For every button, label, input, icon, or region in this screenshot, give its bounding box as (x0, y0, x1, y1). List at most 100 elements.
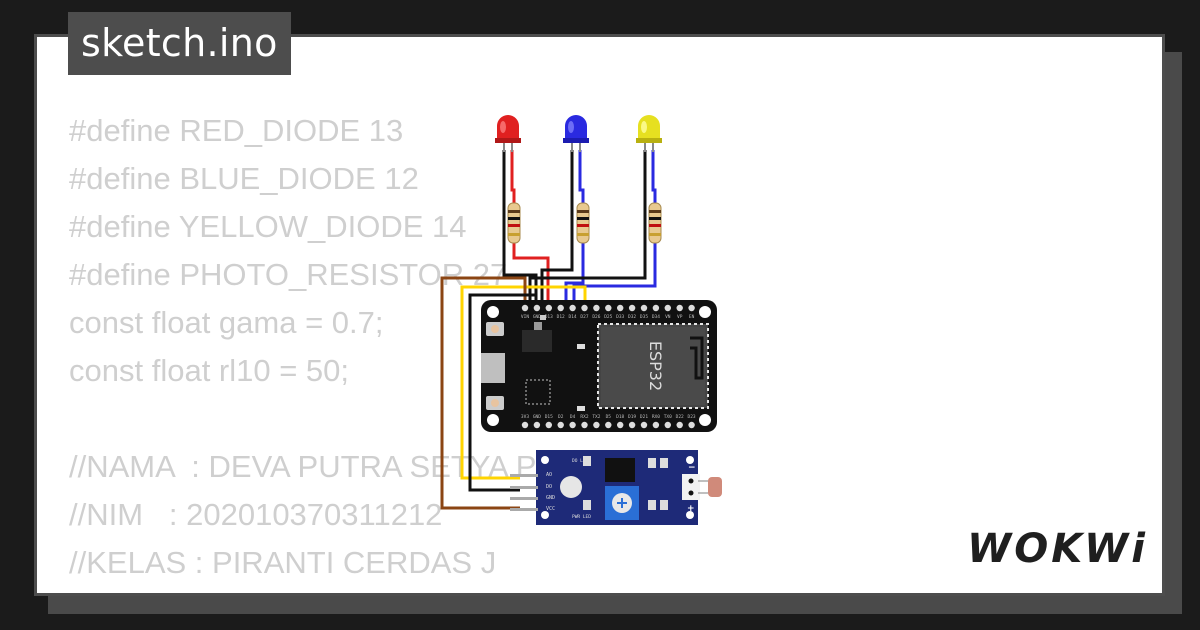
pin-label: D34 (652, 314, 660, 320)
pin-label: VP (677, 314, 683, 320)
bottom-pin-labels: 3V3 GND D15 D2 D4 RX2 TX2 D5 D18 D19 D21 RX0 TX0 D22 D… (521, 414, 696, 420)
resistor (507, 202, 521, 244)
resistors (507, 202, 662, 244)
svg-text:GND: GND (546, 495, 555, 501)
pin-hole[interactable] (605, 421, 612, 429)
code-line: #define BLUE_DIODE 12 (69, 161, 419, 196)
pin-hole[interactable] (617, 304, 624, 312)
pin-label: D32 (628, 314, 636, 320)
red-led[interactable] (495, 115, 521, 152)
pin-label: D25 (604, 314, 612, 320)
pin-hole[interactable] (593, 304, 600, 312)
pin-label: GND (533, 314, 541, 320)
pin-label: D19 (628, 414, 636, 420)
blue-led[interactable] (563, 115, 589, 152)
pin-label: D35 (640, 314, 648, 320)
svg-text:DO LED: DO LED (572, 458, 589, 464)
pin-hole[interactable] (533, 304, 541, 312)
pin-hole[interactable] (664, 304, 671, 312)
code-line: #define YELLOW_DIODE 14 (69, 209, 467, 244)
pin-label: EN (689, 314, 695, 320)
svg-text:VCC: VCC (546, 506, 555, 512)
pin-label: D27 (580, 314, 588, 320)
pin-hole[interactable] (533, 421, 541, 429)
code-line: #define RED_DIODE 13 (69, 113, 404, 148)
pin-hole[interactable] (581, 304, 588, 312)
pin-hole[interactable] (676, 304, 683, 312)
pin-label: D21 (640, 414, 648, 420)
pin-label: D15 (545, 414, 553, 420)
pin-label: D14 (569, 314, 577, 320)
pin-label: RX0 (652, 414, 660, 420)
code-line: #define PHOTO_RESISTOR 27 (69, 257, 508, 292)
svg-text:AO: AO (546, 472, 552, 478)
pin-label: D33 (616, 314, 624, 320)
reset-button[interactable] (491, 399, 499, 407)
pin-hole[interactable] (640, 304, 648, 312)
pin-label: D23 (688, 414, 696, 420)
pin-hole[interactable] (664, 421, 671, 429)
pin-hole[interactable] (545, 421, 552, 429)
pin-label: D13 (545, 314, 553, 320)
pin-hole[interactable] (569, 304, 576, 312)
project-title[interactable]: sketch.ino (68, 12, 291, 75)
pin-hole[interactable] (521, 304, 529, 312)
ldr-pin-labels: AO DO GND VCC (546, 472, 555, 512)
usb-connector (481, 353, 505, 383)
card-content: #define RED_DIODE 13 #define BLUE_DIODE … (34, 34, 1165, 596)
pin-label: D5 (606, 414, 612, 420)
pin-label: D2 (558, 414, 564, 420)
pin-label: RX2 (580, 414, 588, 420)
pin-label: D22 (676, 414, 684, 420)
pin-hole[interactable] (652, 421, 660, 429)
pin-label: VIN (521, 314, 529, 320)
wires (440, 150, 657, 510)
pin-hole[interactable] (593, 421, 600, 429)
pin-hole[interactable] (688, 421, 695, 429)
pin-hole[interactable] (557, 421, 564, 429)
pin-label: D26 (592, 314, 600, 320)
comparator-chip (605, 458, 635, 482)
top-pin-row (521, 304, 695, 312)
code-line: const float gama = 0.7; (69, 305, 384, 340)
pin-label: TX0 (664, 414, 672, 420)
pin-hole[interactable] (557, 304, 564, 312)
code-line: const float rl10 = 50; (69, 353, 350, 388)
svg-text:PWR LED: PWR LED (572, 514, 591, 520)
pin-hole[interactable] (688, 304, 695, 312)
pin-hole[interactable] (676, 421, 683, 429)
pin-hole[interactable] (617, 421, 624, 429)
svg-text:DO: DO (546, 484, 552, 490)
yellow-led[interactable] (636, 115, 662, 152)
code-snippet: #define RED_DIODE 13 #define BLUE_DIODE … (69, 107, 661, 587)
pin-label: D12 (557, 314, 565, 320)
indicator-led (560, 476, 582, 498)
pin-hole[interactable] (628, 421, 636, 429)
pin-hole[interactable] (628, 304, 636, 312)
pin-label: GND (533, 414, 541, 420)
pin-hole[interactable] (652, 304, 660, 312)
bottom-pin-row (521, 421, 695, 429)
pin-hole[interactable] (640, 421, 648, 429)
pin-hole[interactable] (569, 421, 576, 429)
pin-label: TX2 (592, 414, 600, 420)
pin-hole[interactable] (521, 421, 529, 429)
pin-label: D4 (570, 414, 576, 420)
code-line: //NIM : 202010370311212 (69, 497, 443, 532)
svg-text:+: + (687, 504, 695, 514)
pin-hole[interactable] (581, 421, 588, 429)
ldr-sensor-module[interactable]: AO DO GND VCC DO LED PWR LED − + (510, 450, 722, 525)
resistor (648, 202, 662, 244)
boot-button[interactable] (491, 325, 499, 333)
pin-label: D18 (616, 414, 624, 420)
wokwi-logo: WOKWi (967, 526, 1148, 572)
svg-text:−: − (688, 463, 696, 473)
pin-hole[interactable] (605, 304, 612, 312)
resistor (576, 202, 590, 244)
pin-label: 3V3 (521, 414, 529, 420)
photoresistor[interactable] (708, 477, 722, 497)
pin-hole[interactable] (545, 304, 552, 312)
